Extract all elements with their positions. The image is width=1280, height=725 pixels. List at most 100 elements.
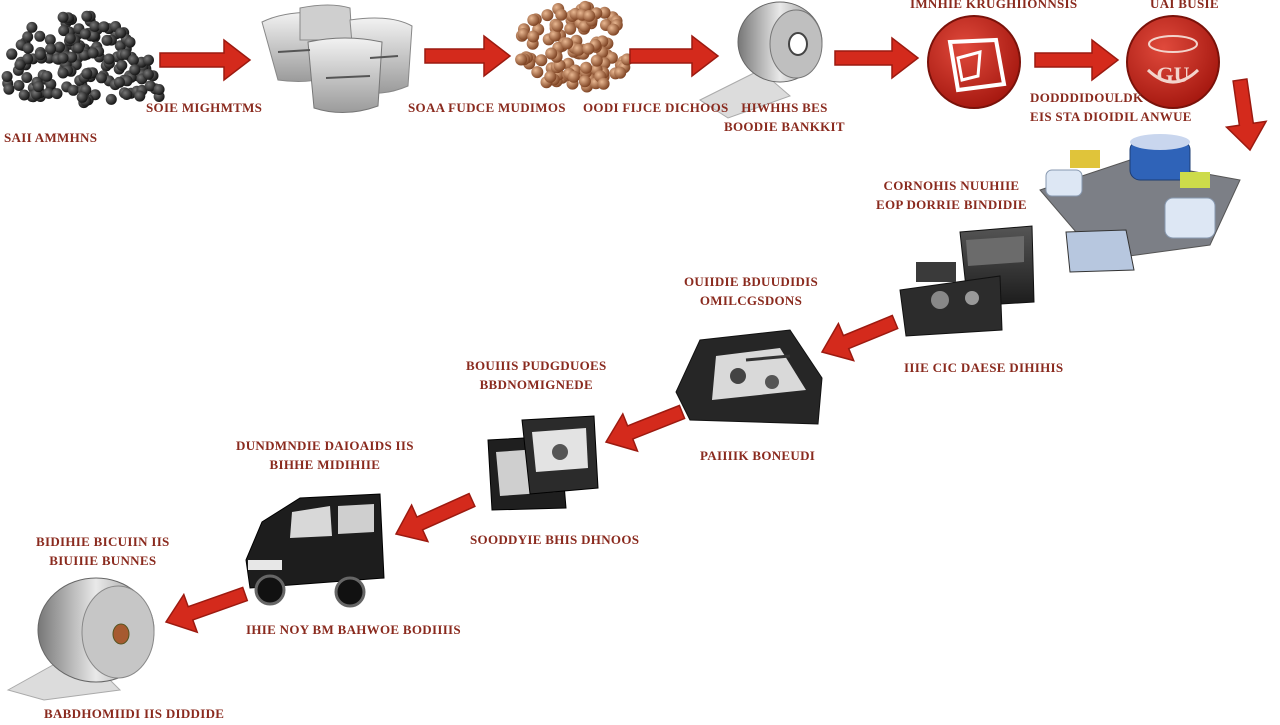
pellet (22, 31, 34, 43)
pellet (67, 84, 79, 96)
film-roll-icon (6, 577, 155, 701)
label-coil: OODI FIJCE DICHOOS (583, 100, 729, 115)
label-paint: UAI BUSIE (1150, 0, 1219, 11)
pellet (18, 89, 30, 101)
pellet (127, 54, 139, 66)
pellet (22, 53, 34, 65)
pellet (120, 48, 131, 60)
label-pellets: SAII AMMHNS (4, 130, 98, 145)
pellet (121, 89, 133, 100)
car-icon (245, 493, 385, 608)
pellet (13, 80, 25, 91)
pellet (41, 70, 53, 82)
pellet (124, 36, 136, 48)
pellet (98, 21, 110, 33)
pellet (87, 47, 99, 59)
copper-bead (531, 66, 544, 79)
pellet (115, 27, 127, 39)
label-sheet: HIWHHS BES BOODIE BANKKIT (724, 100, 845, 134)
pellet (45, 43, 57, 55)
copper-bead (561, 37, 574, 50)
copper-bead (555, 8, 568, 21)
copper-bead (527, 14, 540, 26)
flow-arrow (604, 404, 686, 453)
pellet (134, 90, 146, 102)
label-door-parts-bottom: PAIIIIK BONEUDI (700, 448, 816, 463)
pellet (64, 32, 76, 44)
pellet (143, 54, 154, 66)
label-beads: SOAA FUDCE MUDIMOS (408, 100, 566, 115)
metal-coil-icon (698, 1, 823, 119)
copper-bead (548, 29, 561, 42)
pellet (54, 41, 65, 53)
copper-bead (578, 75, 591, 88)
copper-bead (582, 42, 595, 55)
label-car: DUNDMNDIE DAIOAIDS IIS BIHHE MIDIHIIE (236, 438, 414, 472)
door-stamp-icon (927, 15, 1021, 109)
flow-arrows (159, 34, 1268, 634)
label-molds: SOIE MIGHMTMS (146, 100, 263, 115)
copper-bead (614, 66, 627, 79)
pellet (44, 34, 56, 46)
copper-bead (590, 54, 603, 67)
pellet (43, 87, 55, 99)
label-door-stamp: IMNHIE KRUGHIIONNSIS (910, 0, 1078, 11)
flow-arrow (424, 34, 512, 78)
pellet (57, 11, 69, 23)
copper-beads-icon (515, 0, 634, 93)
flow-arrow (164, 586, 249, 634)
door-panel-icon (487, 415, 599, 511)
pellet (6, 48, 18, 60)
pellet (101, 34, 113, 46)
pellet (26, 21, 38, 33)
label-door-panel: BOUIIIS PUDGDUOES BBDNOMIGNEDE (466, 358, 607, 392)
flow-arrow (820, 314, 899, 362)
pellet (153, 84, 165, 95)
pellet (76, 91, 88, 103)
label-final-roll: BIDIHIE BICUIIN IIS BIUIIIE BUNNES (36, 534, 170, 568)
flow-arrow (1224, 78, 1268, 152)
pellet (3, 83, 15, 95)
pellet (88, 30, 100, 42)
copper-bead (515, 53, 528, 66)
copper-bead (541, 9, 554, 22)
flow-arrow (394, 492, 476, 543)
pellet (34, 30, 46, 42)
pellet (57, 52, 69, 64)
label-factory: CORNOHIS NUUHIIE EOP DORRIE BINDIDIE (876, 178, 1027, 212)
paint-badge-icon: GU (1126, 15, 1220, 109)
copper-bead (607, 23, 620, 36)
pellet (129, 64, 141, 76)
pellet (66, 51, 78, 63)
door-parts-icon (675, 329, 823, 425)
pellet (1, 71, 13, 82)
flow-arrow (159, 38, 252, 82)
pellet (78, 49, 90, 61)
pellet (33, 81, 44, 93)
pellet (57, 67, 69, 79)
pellet (113, 76, 125, 88)
copper-bead (535, 54, 548, 67)
copper-bead (527, 30, 540, 43)
pellet (51, 88, 63, 100)
door-frame-icon (899, 225, 1035, 337)
copper-bead (544, 70, 557, 83)
label-door-frame: IIIE CIC DAESE DIHIHIS (904, 360, 1064, 375)
pellet (81, 68, 93, 79)
copper-bead (517, 28, 530, 40)
factory-icon (1039, 134, 1241, 273)
copper-bead (572, 43, 585, 56)
molded-panels-icon (261, 4, 413, 114)
flow-arrow (1034, 38, 1120, 82)
copper-bead (597, 77, 610, 90)
pellet (14, 59, 26, 71)
pellet (144, 80, 156, 92)
pellet (22, 42, 34, 54)
pellet (21, 72, 33, 83)
pellet (142, 68, 154, 80)
label-door-parts: OUIIDIE BDUUDIDIS OMILCGSDONS (684, 274, 819, 308)
copper-bead (545, 47, 558, 60)
copper-bead (567, 70, 580, 83)
flow-arrow (629, 34, 720, 78)
